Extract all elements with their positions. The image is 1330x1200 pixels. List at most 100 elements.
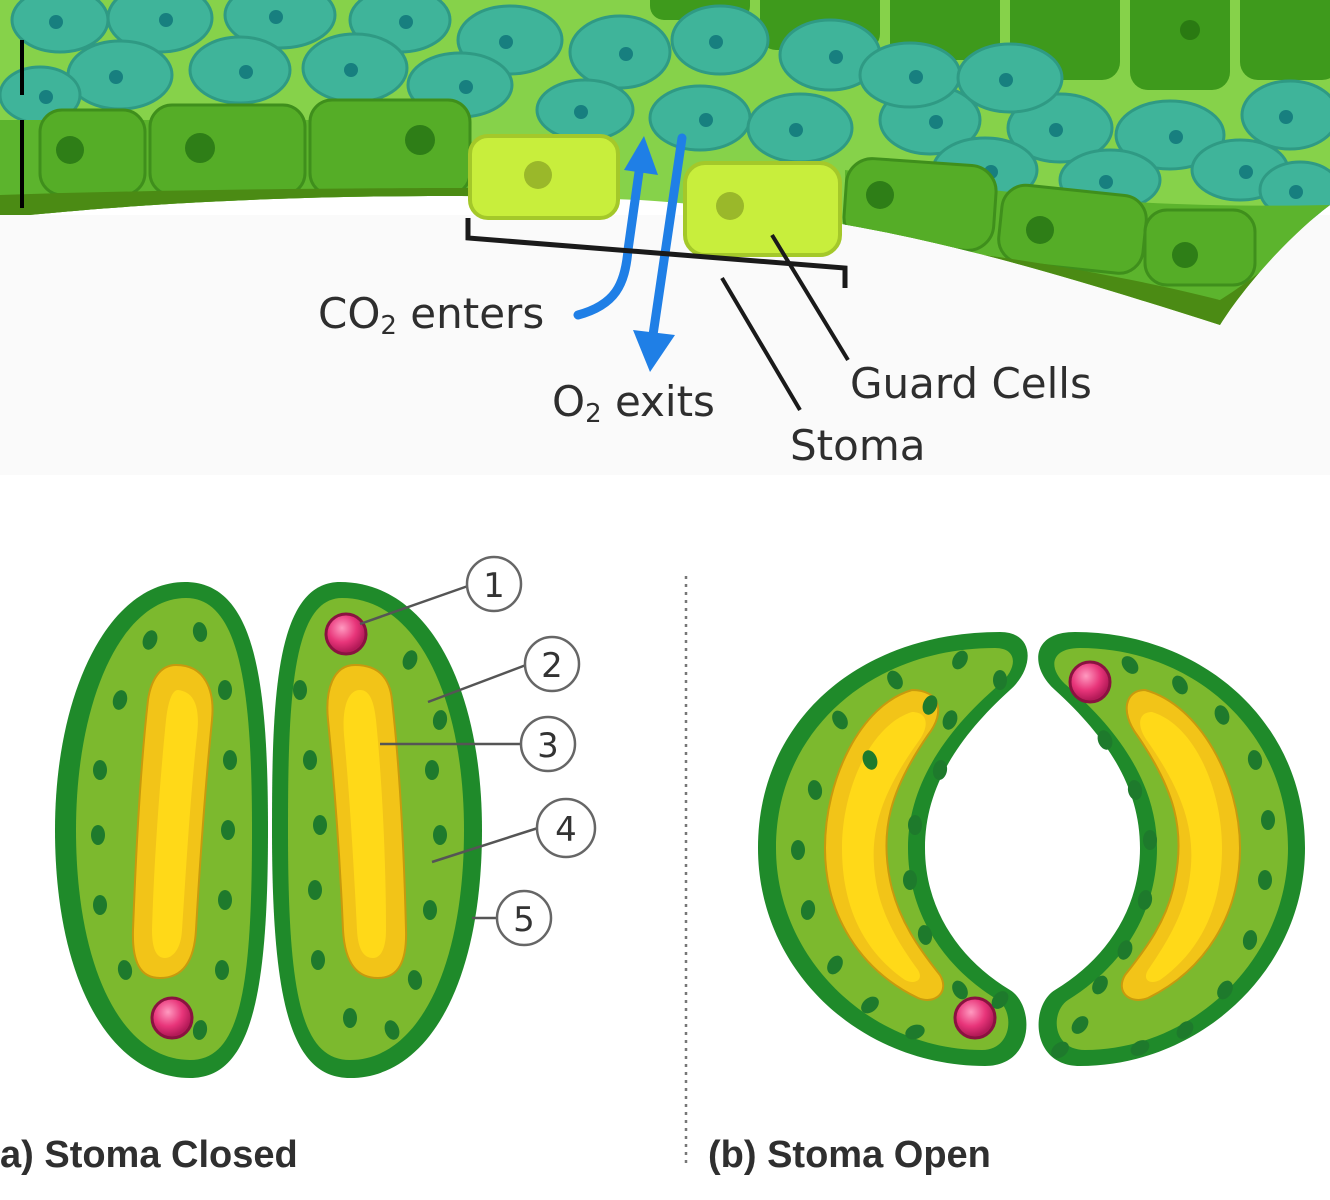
lower-epidermis (0, 98, 1330, 300)
spongy-cell-nucleus (344, 63, 358, 77)
chloroplast (1071, 1016, 1089, 1034)
chloroplast (402, 650, 418, 670)
spongy-cell-nucleus (1049, 123, 1063, 137)
callout-leader-2 (427, 663, 527, 704)
chloroplast (932, 760, 948, 780)
chloroplast (117, 960, 133, 980)
spongy-cell-nucleus (909, 70, 923, 84)
spongy-cell-nucleus (399, 15, 413, 29)
chloroplast (800, 900, 816, 920)
chloroplast (1051, 1041, 1069, 1059)
chloroplast (1097, 730, 1113, 750)
svg-text:O2 exits: O2 exits (552, 377, 715, 429)
svg-text:CO2 enters: CO2 enters (318, 289, 544, 341)
co2-arrow-head (624, 136, 658, 175)
chloroplast (112, 690, 128, 710)
chloroplast (1217, 980, 1233, 1000)
spongy-cell-nucleus (1169, 130, 1183, 144)
guard-cells-top (468, 134, 842, 257)
chloroplast (1172, 675, 1188, 695)
chloroplast (1127, 780, 1143, 800)
svg-text:2: 2 (541, 646, 563, 686)
callout-leader-1 (359, 584, 469, 626)
label-o2-exits: O2 exits (552, 377, 715, 429)
spongy-cell-nucleus (1279, 110, 1293, 124)
spongy-cell-nucleus (239, 65, 253, 79)
chloroplast (218, 680, 232, 700)
callout-1: 1 (465, 555, 523, 613)
spongy-cell-nucleus (999, 73, 1013, 87)
chloroplast (952, 650, 968, 670)
chloroplast (887, 670, 903, 690)
chloroplast (791, 840, 805, 860)
chloroplast (1214, 705, 1230, 725)
caption-stoma-open: (b) Stoma Open (708, 1134, 991, 1176)
chloroplast (1242, 930, 1258, 950)
chloroplast (423, 900, 437, 920)
guard-cell-open-right (1038, 632, 1305, 1066)
chloroplast (343, 1008, 357, 1028)
chloroplast (218, 890, 232, 910)
chloroplast (93, 760, 107, 780)
chloroplast (432, 710, 448, 730)
chloroplast (1137, 890, 1153, 910)
label-guard-cells: Guard Cells (850, 359, 1092, 408)
chloroplast (1176, 1021, 1194, 1039)
chloroplast (917, 925, 933, 945)
chloroplast (221, 820, 235, 840)
chloroplast (303, 750, 317, 770)
chloroplast (142, 630, 158, 650)
chloroplast (942, 710, 958, 730)
spongy-cell-nucleus (829, 50, 843, 64)
callout-leader-4 (431, 826, 539, 864)
stoma-leader (720, 276, 802, 412)
svg-text:4: 4 (555, 810, 577, 850)
chloroplast (832, 710, 848, 730)
spongy-cell-nucleus (269, 10, 283, 24)
spongy-cell-nucleus (709, 35, 723, 49)
svg-text:3: 3 (537, 726, 559, 766)
callout-3: 3 (519, 715, 577, 773)
spongy-cell-nucleus (109, 70, 123, 84)
spongy-cell-nucleus (789, 123, 803, 137)
spongy-cell-nucleus (459, 80, 473, 94)
callout-5: 5 (495, 889, 553, 947)
spongy-cell-nucleus (159, 13, 173, 27)
chloroplast (293, 680, 307, 700)
svg-text:1: 1 (483, 566, 505, 606)
caption-stoma-closed: a) Stoma Closed (0, 1134, 298, 1176)
spongy-cell-nucleus (1289, 185, 1303, 199)
chloroplasts-closed (91, 622, 448, 1040)
chloroplast (993, 670, 1007, 690)
spongy-cell-nucleus (49, 15, 63, 29)
spongy-cell-nucleus (699, 113, 713, 127)
chloroplast (991, 991, 1009, 1009)
chloroplast (313, 815, 327, 835)
chloroplast (425, 760, 439, 780)
chloroplast (1130, 1040, 1150, 1056)
spongy-cell-nucleus (1239, 165, 1253, 179)
chloroplast (908, 815, 922, 835)
spongy-cell-nucleus (1099, 175, 1113, 189)
chloroplast (93, 895, 107, 915)
chloroplast (922, 695, 938, 715)
callout-4: 4 (535, 797, 597, 859)
callout-2: 2 (523, 635, 581, 693)
guard-cells-leader (770, 233, 850, 362)
panel-stoma-open (758, 632, 1305, 1066)
o2-arrow-head (633, 330, 675, 372)
leaf-cross-section: CO2 enters O2 exits Guard Cells Stoma (0, 0, 1330, 475)
spongy-cell-nucleus (619, 47, 633, 61)
callout-group: 1 2 3 4 5 (359, 555, 597, 947)
guard-cell-open-left (758, 632, 1028, 1066)
chloroplast (407, 970, 423, 990)
chloroplast (1117, 940, 1133, 960)
chloroplast (862, 750, 878, 770)
spongy-cell-nucleus (574, 105, 588, 119)
chloroplasts-open (791, 650, 1275, 1059)
svg-text:5: 5 (513, 900, 535, 940)
chloroplast (952, 980, 968, 1000)
spongy-mesophyll-cells (0, 0, 1330, 220)
panel-stoma-closed (55, 582, 482, 1078)
